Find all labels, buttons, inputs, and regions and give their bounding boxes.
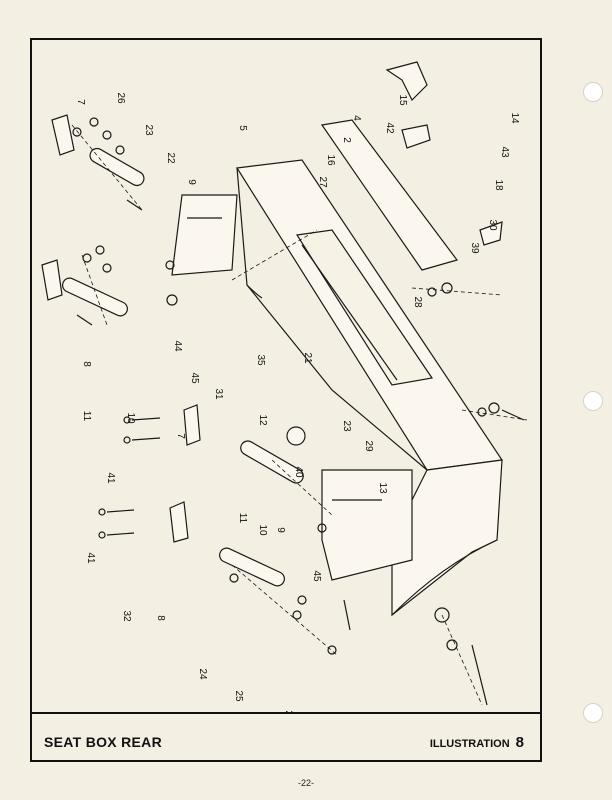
callout-c-41b: 41	[85, 552, 96, 564]
illustration-number: 8	[515, 734, 524, 751]
callout-c-10a: 10	[125, 412, 136, 424]
binder-hole-top	[583, 82, 603, 102]
callout-c-9b: 9	[275, 527, 286, 533]
callout-c-44a: 44	[172, 340, 183, 352]
callout-c-32: 32	[121, 610, 132, 622]
assembly-lines	[71, 124, 528, 706]
footer-divider	[32, 712, 540, 714]
callout-c-29: 29	[363, 440, 374, 452]
callout-c-12: 12	[257, 414, 268, 426]
seat-box-frame	[235, 159, 504, 471]
callout-c-25: 25	[233, 690, 244, 702]
callout-c-11a: 11	[81, 411, 92, 422]
link-arm-lower-a	[240, 440, 304, 484]
callout-c-39: 39	[469, 242, 480, 254]
callout-c-42: 42	[384, 122, 395, 134]
callout-c-9a: 9	[186, 179, 197, 185]
handle-part	[385, 61, 428, 102]
callout-c-26a: 26	[115, 92, 126, 104]
callout-c-23a: 23	[143, 124, 154, 136]
callout-c-7a: 7	[75, 99, 86, 105]
callout-c-45a: 45	[189, 372, 200, 384]
bracket-20	[479, 221, 503, 246]
callout-c-7b: 7	[175, 433, 186, 439]
exploded-parts-diagram: 7262322954421514216431827303920284445811…	[41, 61, 528, 712]
callout-c-24: 24	[197, 668, 208, 680]
side-panel-bottom	[321, 469, 413, 581]
bracket-top	[171, 194, 238, 276]
illustration-label-group: ILLUSTRATION 8	[430, 734, 524, 751]
illustration-title: SEAT BOX REAR	[44, 734, 162, 750]
callout-c-18: 18	[493, 179, 504, 191]
callout-c-5: 5	[237, 125, 248, 131]
long-rail	[320, 119, 459, 271]
bracket-7-lower	[183, 404, 201, 446]
illustration-frame: 7262322954421514216431827303920284445811…	[30, 38, 542, 762]
callout-c-8a: 8	[81, 361, 92, 367]
link-arm-upper	[89, 147, 145, 187]
callout-c-13: 13	[377, 482, 388, 494]
callout-c-23b: 23	[341, 420, 352, 432]
callout-c-10b: 10	[257, 524, 268, 536]
callout-c-22b: 22	[283, 710, 294, 712]
callout-c-40: 40	[293, 466, 304, 478]
callout-c-21: 21	[302, 352, 313, 364]
callout-c-31: 31	[213, 388, 224, 400]
bracket-8-lower	[169, 501, 189, 543]
fasteners	[72, 117, 500, 655]
knob-part	[286, 426, 306, 446]
page-number: -22-	[297, 778, 314, 788]
callout-c-2: 2	[341, 137, 352, 143]
callout-c-27: 27	[317, 176, 328, 188]
callout-c-22a: 22	[165, 152, 176, 164]
callout-c-28: 28	[412, 296, 423, 308]
callout-c-45b: 45	[311, 570, 322, 582]
callout-labels: 7262322954421514216431827303920284445811…	[75, 92, 520, 712]
binder-hole-bottom	[583, 703, 603, 723]
callout-c-15: 15	[397, 94, 408, 106]
illustration-label: ILLUSTRATION	[429, 738, 510, 750]
callout-c-16: 16	[325, 154, 336, 166]
callout-c-8b: 8	[155, 615, 166, 621]
callout-c-30: 30	[487, 219, 498, 231]
callout-c-11b: 11	[237, 513, 248, 524]
hinge-part	[401, 124, 431, 149]
callout-c-4: 4	[351, 115, 362, 121]
callout-c-14: 14	[509, 112, 520, 124]
callout-c-43: 43	[499, 146, 510, 158]
callout-c-41a: 41	[105, 472, 116, 484]
bracket-7-upper	[51, 114, 75, 156]
callout-c-35: 35	[255, 354, 266, 366]
bolts	[76, 199, 525, 706]
link-arm-lower-b	[219, 547, 285, 587]
link-arm-middle	[62, 277, 128, 317]
binder-hole-middle	[583, 391, 603, 411]
bracket-8-upper	[41, 259, 63, 301]
